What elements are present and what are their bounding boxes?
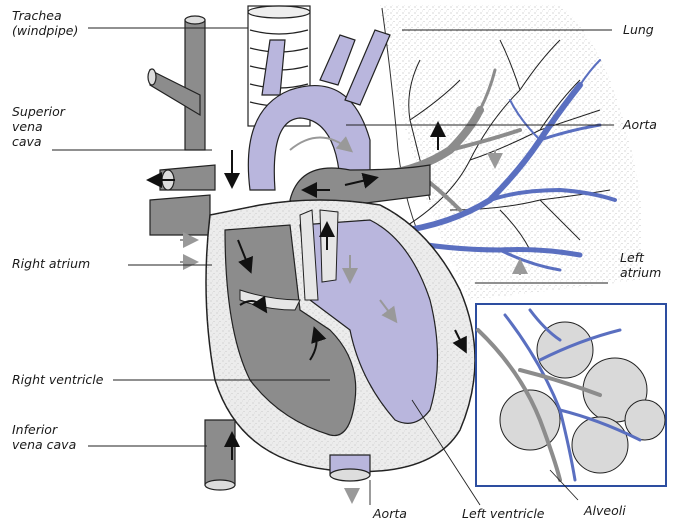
label-right-atrium: Right atrium — [12, 256, 90, 271]
label-aorta-top: Aorta — [623, 117, 657, 132]
alveoli-inset — [476, 304, 666, 486]
label-left-atrium: Left atrium — [620, 250, 661, 280]
label-inferior-vena-cava: Inferior vena cava — [12, 422, 76, 452]
aorta-arch — [248, 30, 390, 190]
label-alveoli: Alveoli — [584, 503, 626, 518]
label-superior-vena-cava: Superior vena cava — [12, 104, 65, 149]
upper-vessels — [148, 16, 215, 235]
label-aorta-bottom: Aorta — [373, 506, 407, 521]
label-right-ventricle: Right ventricle — [12, 372, 103, 387]
label-trachea: Trachea (windpipe) — [12, 8, 78, 38]
label-left-ventricle: Left ventricle — [462, 506, 545, 521]
label-lung: Lung — [623, 22, 654, 37]
